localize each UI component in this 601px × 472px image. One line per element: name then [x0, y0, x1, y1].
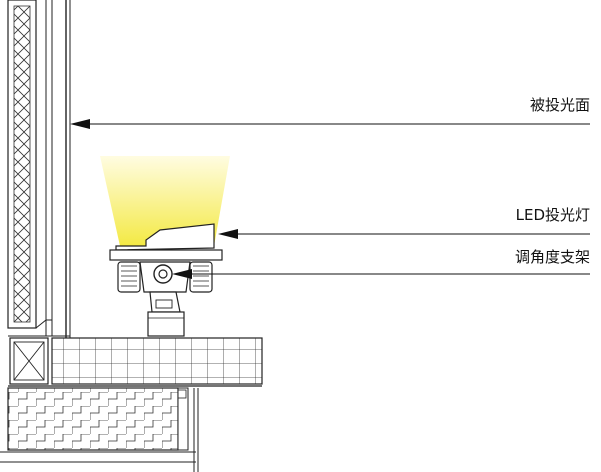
led-floodlight-fixture [109, 223, 223, 261]
label-illuminated-surface: 被投光面 [530, 96, 590, 114]
leader-adjustable-bracket [172, 269, 590, 279]
leader-illuminated-surface [70, 119, 590, 129]
wall-section [7, 0, 71, 338]
label-led-floodlight: LED投光灯 [516, 206, 590, 224]
light-beam [100, 156, 230, 246]
lower-wall-block [0, 387, 199, 472]
adjustable-bracket [117, 261, 213, 337]
leader-led-floodlight [218, 229, 590, 239]
label-adjustable-bracket: 调角度支架 [515, 248, 590, 266]
parapet-slab [8, 337, 263, 387]
